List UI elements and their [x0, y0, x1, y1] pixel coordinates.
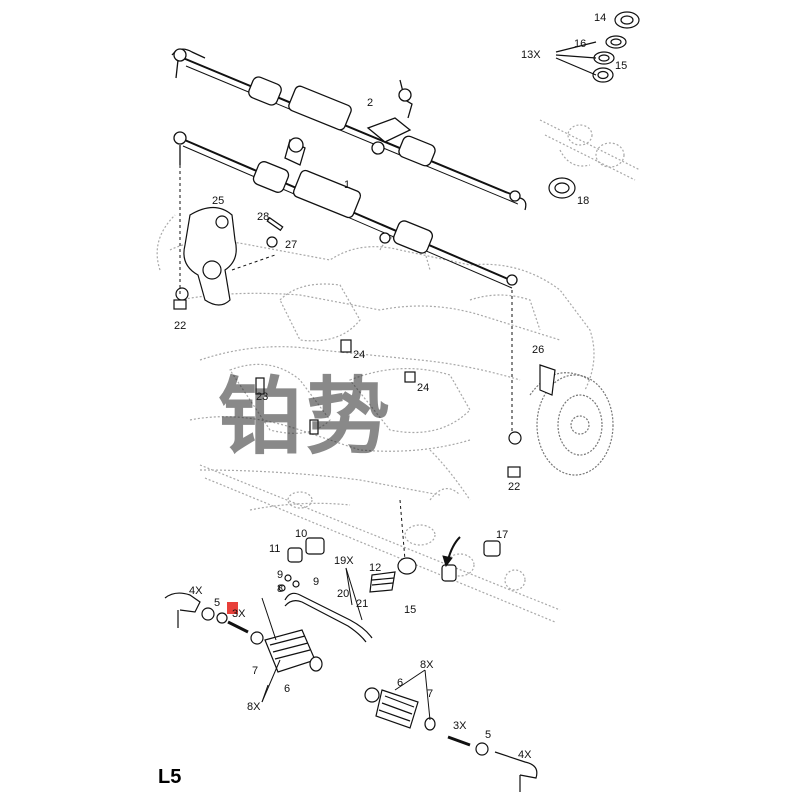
callout-15-top: 15: [615, 60, 628, 72]
callout-6-left: 6: [284, 683, 291, 695]
callout-11: 11: [269, 543, 281, 555]
callout-19x: 19X: [334, 555, 354, 567]
callout-6-right: 6: [397, 677, 404, 689]
callout-10: 10: [295, 528, 308, 540]
callout-5-left: 5: [214, 597, 221, 609]
wheel-hub: [529, 372, 614, 476]
callout-26: 26: [532, 344, 545, 356]
callout-8: 8: [277, 583, 284, 595]
callout-22-right: 22: [508, 481, 521, 493]
steering-rack-main: [173, 131, 518, 289]
callout-5-right: 5: [485, 729, 492, 741]
callout-16: 16: [574, 38, 587, 50]
callout-23: 23: [256, 391, 269, 403]
callout-4x-right: 4X: [518, 749, 532, 761]
callout-12: 12: [369, 562, 382, 574]
callout-25: 25: [212, 195, 225, 207]
hardware: [173, 216, 556, 478]
callout-1: 1: [344, 179, 351, 191]
callout-8x-right: 8X: [420, 659, 434, 671]
callout-22-left: 22: [174, 320, 187, 332]
callout-17: 17: [496, 529, 509, 541]
callout-15: 15: [404, 604, 417, 616]
watermark: 铂势: [218, 368, 395, 466]
leader-lines: [261, 536, 461, 721]
callout-4x-left: 4X: [189, 585, 203, 597]
callout-18: 18: [577, 195, 590, 207]
callout-27: 27: [285, 239, 298, 251]
callout-2: 2: [367, 97, 374, 109]
callout-21: 21: [356, 598, 369, 610]
top-right-parts: [548, 11, 640, 199]
callout-9-b: 9: [313, 576, 320, 588]
callout-3x-right: 3X: [453, 720, 467, 732]
page-label: L5: [158, 766, 182, 788]
callout-3x-left: 3X: [232, 608, 246, 620]
callout-8x-left: 8X: [247, 701, 261, 713]
callout-7-right: 7: [427, 688, 434, 700]
callout-20: 20: [337, 588, 350, 600]
highlight-marker: [227, 602, 238, 614]
steering-knuckle: [175, 206, 237, 306]
callout-24-a: 24: [353, 349, 366, 361]
callout-14: 14: [594, 12, 607, 24]
ghost-subframe: [156, 119, 641, 623]
callout-7-left: 7: [252, 665, 259, 677]
callout-13x: 13X: [521, 49, 541, 61]
callout-28: 28: [257, 211, 270, 223]
steering-rack-upper: [171, 48, 527, 211]
guide-lines: [179, 165, 513, 561]
callout-24-b: 24: [417, 382, 430, 394]
lower-exploded-parts: [164, 537, 538, 792]
callout-9-a: 9: [277, 569, 284, 581]
